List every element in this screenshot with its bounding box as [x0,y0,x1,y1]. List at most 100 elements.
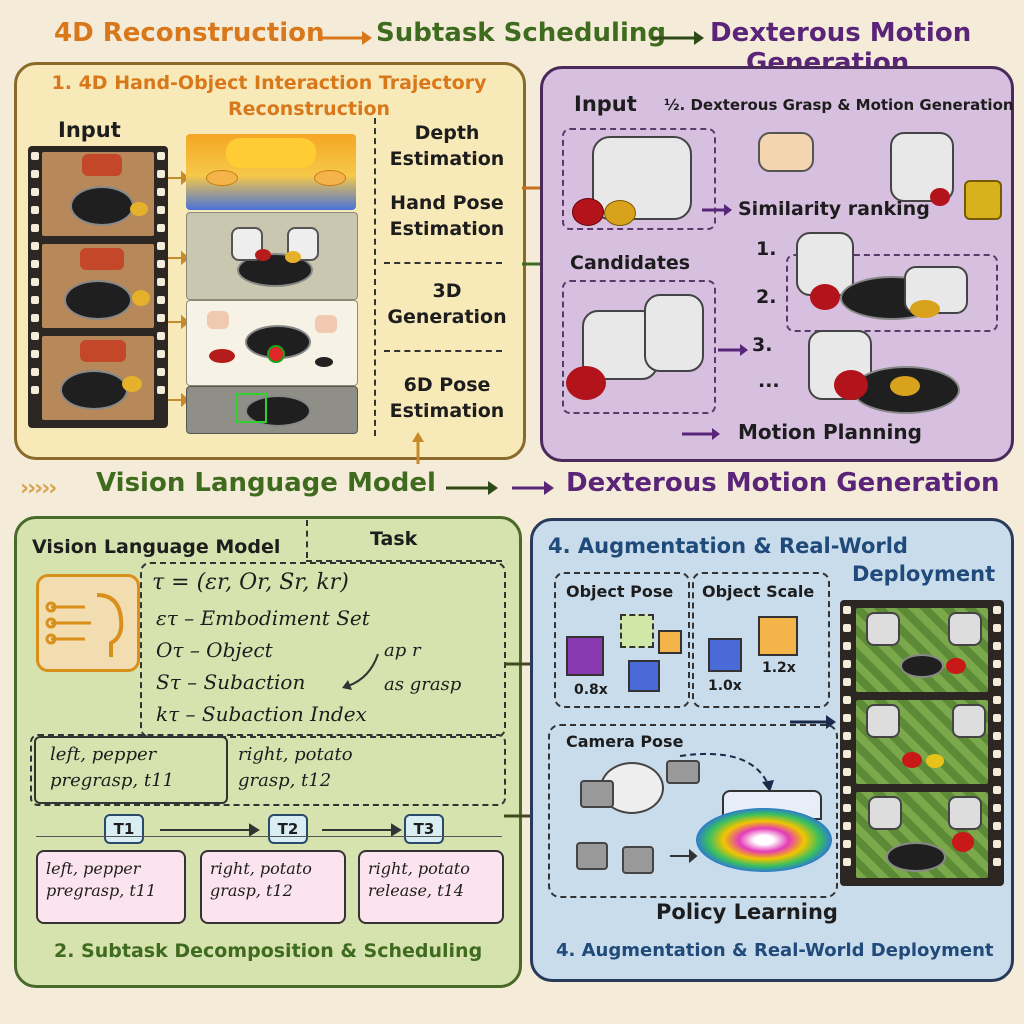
input-tomato-1 [572,198,604,226]
panel1-title-line2: Reconstruction [227,98,391,120]
deploy-frame-3 [856,792,988,878]
task-sequence-arrows [160,823,402,837]
scale-label-c: 1.2x [762,660,796,676]
task-connector-line [36,836,502,837]
stage-hand-line1: Hand Pose [390,192,504,214]
task-t2-line2: grasp, t12 [210,881,293,900]
film-sprockets-right [157,152,165,394]
def-subaction: Sτ – Subaction [156,670,306,694]
subaction-left-text: left, pepper pregrasp, t11 [50,742,174,794]
motion-planning-label: Motion Planning [738,420,922,444]
panel1-title-line1: 1. 4D Hand-Object Interaction Trajectory [51,72,487,94]
stage-6d-line1: 6D Pose [403,374,491,396]
cube-blue [628,660,660,692]
camera-pose-box [548,724,838,898]
rank-2: 2. [756,286,777,308]
side-note-a: ap r [384,640,421,661]
def-subaction-index: kτ – Subaction Index [156,702,367,726]
task-label-t1: T1 [104,814,144,844]
camera-part-2 [666,760,700,784]
subaction-right-line2: grasp, t12 [238,770,332,791]
ranked-tomato-3 [834,370,868,400]
6d-pose-estimation-image [186,386,358,434]
camera-arrows [670,752,774,864]
middle-arrow-1 [446,481,498,495]
stage-hand-pose-estimation: Hand Pose Estimation [382,190,512,242]
def-object: Oτ – Object [156,638,273,662]
subaction-left-box [34,736,228,804]
task-box-t1: left, pepper pregrasp, t11 [36,850,186,924]
reference-hand-pose [758,132,814,172]
point-cloud-heatmap [696,808,832,872]
camera-part-4 [622,846,654,874]
camera-pose-label: Camera Pose [566,732,684,751]
ranked-potato [910,300,940,318]
scale-label-b: 1.0x [708,678,742,694]
deploy-frame-1 [856,608,988,692]
middle-lead-chevrons: ››››› [20,476,57,501]
task-t2-line1: right, potato [210,859,312,878]
task-t1-line1: left, pepper [46,859,141,878]
similarity-arrow [702,204,732,216]
header-step-subtask-scheduling: Subtask Scheduling [376,18,666,48]
task-label-t2: T2 [268,814,308,844]
panel1-divider [374,118,376,436]
vlm-formula-box [140,562,506,738]
input-potato [604,200,636,226]
motion-planning-arrow [682,428,720,440]
candidates-label: Candidates [570,252,691,274]
header-arrow-2 [652,31,704,45]
panel1-stage-divider-2 [384,350,502,352]
deploy-frame-2 [856,700,988,784]
vlm-up-arrow [412,432,424,464]
object-scale-label: Object Scale [702,582,815,601]
panel2-footer: 2. Subtask Decomposition & Scheduling [54,940,483,962]
stage-3d-line1: 3D [432,280,462,302]
object-pose-box [554,572,690,708]
panel1-title: 1. 4D Hand-Object Interaction Trajectory… [24,70,514,122]
side-note-b: as grasp [384,674,462,695]
ranked-potato-3 [890,376,920,396]
hand-pose-estimation-image [186,212,358,300]
middle-vision-language-model: Vision Language Model [96,468,436,498]
panel4-title-line1: 4. Augmentation & Real-World [548,534,908,558]
task-t3-line2: release, t14 [368,881,464,900]
object-scale-box [692,572,830,708]
task-box-t2: right, potato grasp, t12 [200,850,346,924]
brain-head-icon [45,593,124,657]
deployment-film-strip [840,600,1004,886]
panel4-footer: 4. Augmentation & Real-World Deployment [556,940,994,961]
ranked-candidates-box [786,254,998,332]
stage-depth-line2: Estimation [389,148,505,170]
panel-augmentation [530,518,1014,982]
tab-task: Task [370,528,418,550]
subaction-right-line1: right, potato [238,744,353,765]
deploy-sprockets-right [993,606,1001,866]
subaction-example-box [30,734,506,806]
3d-generation-image [186,300,358,386]
candidate-tomato [566,366,606,400]
side-note-arrow [342,653,379,690]
rank-3: 3. [752,334,773,356]
camera-part-3 [576,842,608,870]
rank-1: 1. [756,238,777,260]
panel1-input-label: Input [58,118,121,142]
input-frame-1 [42,152,154,236]
tab-vision-language-model: Vision Language Model [32,536,281,558]
task-label-t3: T3 [404,814,444,844]
stage-3d-line2: Generation [387,306,507,328]
vlm-brain-icon [36,574,140,672]
stage-depth-line1: Depth [414,122,480,144]
subaction-left-line2: pregrasp, t11 [50,770,174,791]
cube-scale-orange [758,616,798,656]
stage-6d-line2: Estimation [389,400,505,422]
augment-to-deploy-arrow [790,715,836,729]
def-embodiment-set: ετ – Embodiment Set [156,606,370,630]
grasp-cup [964,180,1002,220]
tab-underline [306,560,502,562]
cube-purple [566,636,604,676]
subaction-left-line1: left, pepper [50,744,157,765]
rank-arrow [718,344,748,356]
task-box-t3: right, potato release, t14 [358,850,504,924]
panel3-title: ½. Dexterous Grasp & Motion Generation [664,96,1014,114]
